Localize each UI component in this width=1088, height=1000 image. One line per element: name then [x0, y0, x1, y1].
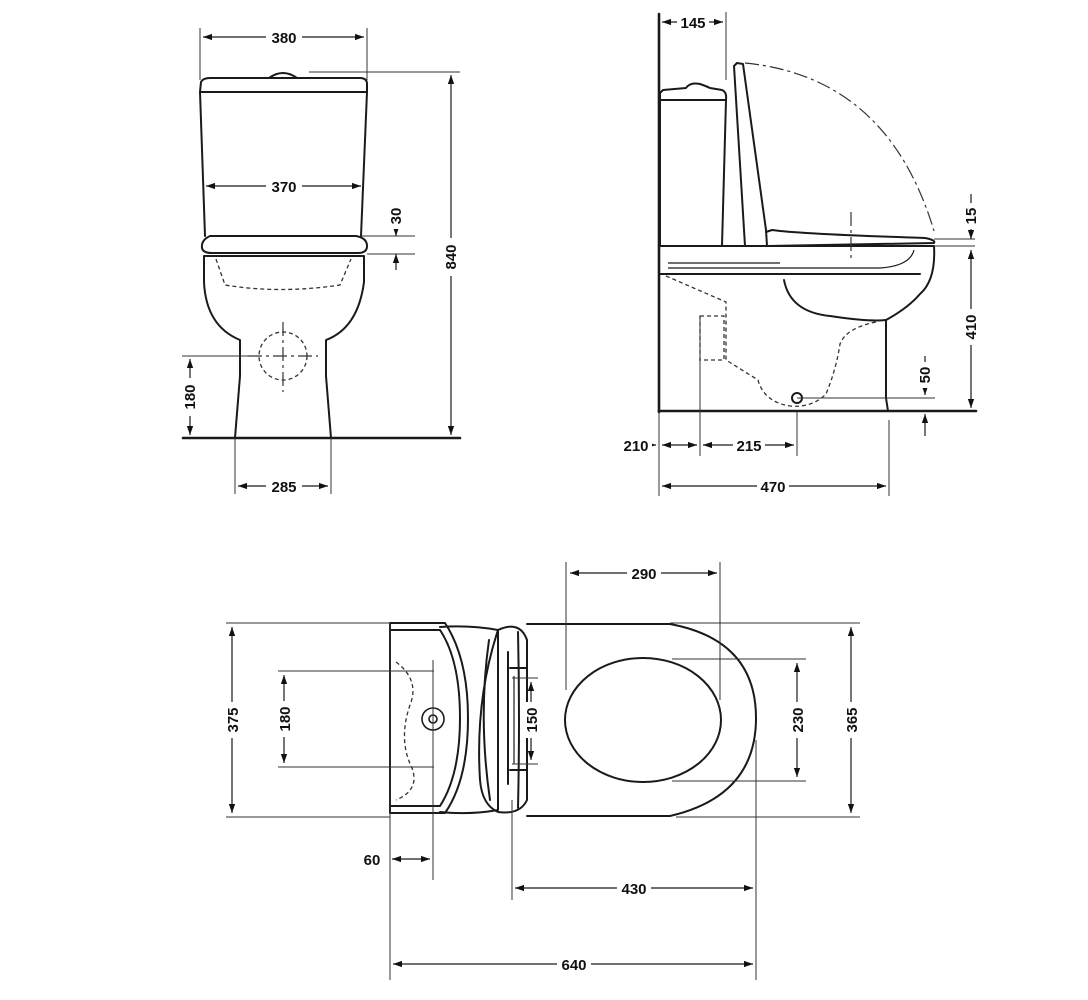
- label-380: 380: [271, 30, 296, 47]
- top-seat-opening: [564, 657, 722, 783]
- label-210: 210: [623, 438, 648, 455]
- side-ext-15: [934, 238, 975, 247]
- side-lid-swing-arc: [744, 62, 935, 232]
- label-640: 640: [561, 957, 586, 974]
- front-ext-30: [361, 235, 415, 255]
- label-430: 430: [621, 881, 646, 898]
- front-cistern-body: [199, 91, 368, 237]
- front-ext-285: [234, 438, 332, 494]
- label-370: 370: [271, 179, 296, 196]
- label-front-180: 180: [182, 384, 199, 409]
- top-cistern-shoulder: [439, 625, 499, 815]
- label-50: 50: [917, 367, 934, 384]
- side-cistern-lid: [659, 82, 728, 101]
- label-145: 145: [680, 15, 705, 32]
- label-230: 230: [790, 707, 807, 732]
- top-hinge-block: [478, 625, 528, 814]
- front-bowl-hidden: [215, 258, 352, 291]
- label-15: 15: [963, 208, 980, 225]
- top-view: 375 180 150 290 230 365 60 430 640: [223, 562, 861, 980]
- side-ext-bottom: [658, 318, 890, 496]
- top-ext-180: [278, 670, 434, 768]
- label-60: 60: [364, 852, 381, 869]
- top-ext-150: [512, 677, 538, 765]
- top-ext-290: [565, 562, 721, 700]
- side-bowl-interior: [783, 279, 887, 322]
- top-seat-edge: [517, 631, 520, 809]
- side-view: 145 15 410 50 210 215 470: [620, 12, 980, 496]
- top-hinge-detail: [482, 639, 509, 801]
- front-cistern-lid: [199, 77, 368, 93]
- side-trap-hidden: [665, 275, 877, 407]
- side-outlet-hidden: [699, 315, 725, 361]
- label-150: 150: [524, 707, 541, 732]
- top-cistern-hidden: [395, 661, 415, 801]
- side-rim-flush: [668, 249, 915, 269]
- label-840: 840: [443, 244, 460, 269]
- label-215: 215: [736, 438, 761, 455]
- label-410: 410: [963, 314, 980, 339]
- top-ext-365: [670, 622, 860, 818]
- front-bowl-pedestal: [203, 255, 365, 439]
- side-cistern-body: [659, 99, 727, 247]
- top-ext-230: [672, 658, 806, 782]
- top-cistern-outline: [389, 622, 469, 814]
- label-470: 470: [760, 479, 785, 496]
- front-ext-380: [199, 28, 368, 80]
- side-seat: [765, 229, 936, 247]
- label-290: 290: [631, 566, 656, 583]
- side-raised-lid: [733, 62, 768, 247]
- label-365: 365: [844, 707, 861, 732]
- front-view: 380 370 30 840 180 285: [181, 28, 462, 496]
- label-375: 375: [225, 707, 242, 732]
- top-ext-375: [226, 622, 390, 818]
- label-top-180: 180: [277, 706, 294, 731]
- side-bowl-outline: [658, 245, 936, 412]
- front-flush-button: [268, 72, 298, 79]
- front-seat: [200, 235, 368, 254]
- top-seat-outer: [526, 623, 757, 817]
- label-30: 30: [388, 208, 405, 225]
- top-cistern-inner: [389, 629, 461, 807]
- label-285: 285: [271, 479, 296, 496]
